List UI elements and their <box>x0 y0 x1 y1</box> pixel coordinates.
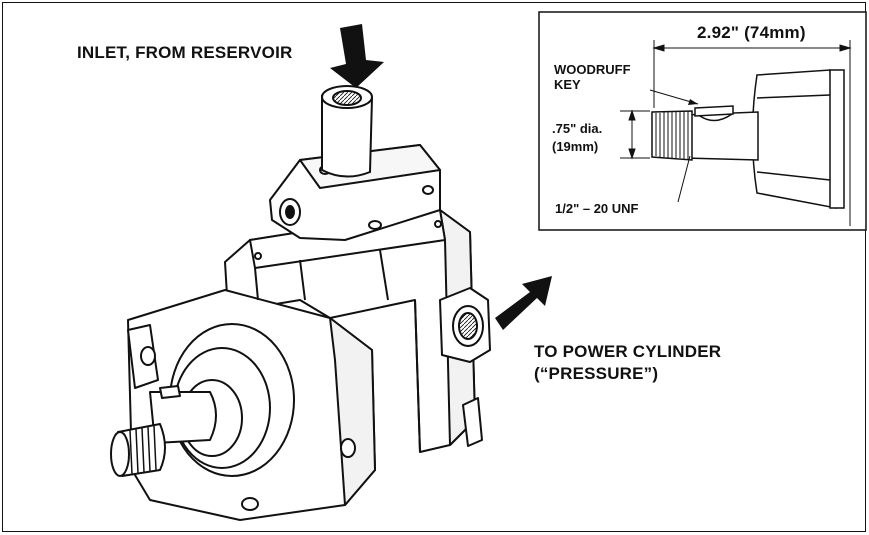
thread-label: 1/2" – 20 UNF <box>555 201 639 216</box>
inlet-arrow <box>330 24 384 88</box>
shaft-detail-inset: 2.92" (74mm) WOODRUFF KEY .75" dia. (19m… <box>538 11 867 231</box>
diameter-label-line2: (19mm) <box>552 139 598 154</box>
woodruff-key-label-line2: KEY <box>554 77 581 92</box>
woodruff-key-label-line1: WOODRUFF <box>554 62 631 77</box>
drive-shaft <box>110 385 217 477</box>
length-dimension-label: 2.92" (74mm) <box>697 23 806 42</box>
inlet-port <box>321 85 374 178</box>
inlet-label: INLET, FROM RESERVOIR <box>77 43 292 62</box>
outlet-label-line2: (“PRESSURE”) <box>534 364 658 383</box>
outlet-arrow <box>495 276 552 330</box>
diameter-label-line1: .75" dia. <box>552 121 602 136</box>
outlet-label-line1: TO POWER CYLINDER <box>534 342 721 361</box>
